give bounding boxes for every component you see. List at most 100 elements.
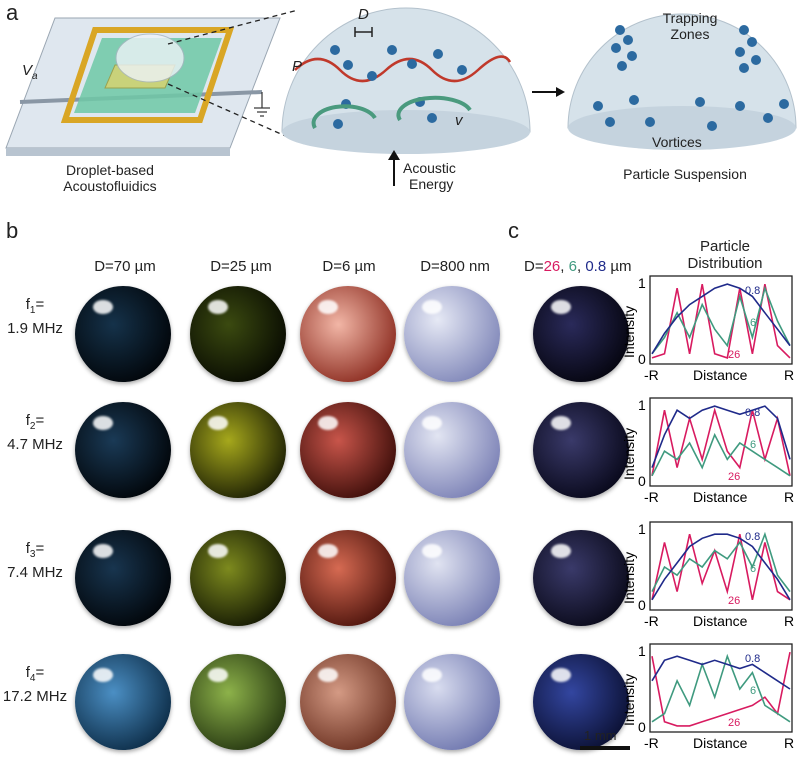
gold-frame xyxy=(60,27,235,123)
voltage-label: Va xyxy=(22,62,38,82)
plot-frame xyxy=(649,521,793,611)
droplet-6um-f1 xyxy=(300,286,396,382)
pressure-label: P xyxy=(292,58,303,75)
series-label-6: 6 xyxy=(750,439,756,451)
velocity-label: v xyxy=(455,112,463,129)
droplet xyxy=(115,33,185,83)
plot-frame xyxy=(649,643,793,733)
column-header-800nm: D=800 nm xyxy=(420,258,490,275)
x-axis-label: Distance xyxy=(693,367,748,383)
vortex-arrow-1 xyxy=(311,104,377,130)
zoom-dome-base xyxy=(282,110,530,154)
y-axis-label: Intensity xyxy=(621,674,637,726)
column-header-25um: D=25 µm xyxy=(210,258,272,275)
panel-c-letter: c xyxy=(508,218,519,243)
y-tick-top: 1 xyxy=(638,275,646,291)
droplet-70um-f1 xyxy=(75,286,171,382)
composite-header: D=26, 6, 0.8 µm xyxy=(524,258,632,275)
suspension-dome-base xyxy=(568,106,796,150)
x-tick-right: R xyxy=(784,735,794,751)
series-label-0_8: 0.8 xyxy=(745,653,760,665)
row-header-f4: f4=17.2 MHz xyxy=(2,664,68,705)
series-label-6: 6 xyxy=(750,317,756,329)
series-line-0_8 xyxy=(651,533,791,601)
y-axis-label: Intensity xyxy=(621,552,637,604)
series-line-0_8 xyxy=(651,655,791,690)
x-tick-left: -R xyxy=(644,367,659,383)
panel-b-letter: b xyxy=(6,218,19,243)
y-tick-top: 1 xyxy=(638,643,646,659)
droplet-25um-f2 xyxy=(190,402,286,498)
particles-dome2 xyxy=(593,25,789,131)
vortices-label: Vortices xyxy=(652,134,702,150)
series-label-26: 26 xyxy=(728,471,740,483)
droplet-70um-f2 xyxy=(75,402,171,498)
y-tick-bottom: 0 xyxy=(638,597,646,613)
glass-slide-edge xyxy=(6,148,230,156)
droplet-6um-f2 xyxy=(300,402,396,498)
series-label-26: 26 xyxy=(728,595,740,607)
pressure-wave xyxy=(294,55,512,83)
x-tick-left: -R xyxy=(644,613,659,629)
y-axis-label: Intensity xyxy=(621,306,637,358)
particles-dome1 xyxy=(330,45,467,129)
droplet-800nm-f4 xyxy=(404,654,500,750)
series-line-6 xyxy=(651,285,791,355)
series-label-0_8: 0.8 xyxy=(745,531,760,543)
y-tick-bottom: 0 xyxy=(638,351,646,367)
x-tick-right: R xyxy=(784,367,794,383)
x-tick-left: -R xyxy=(644,489,659,505)
droplet-800nm-f3 xyxy=(404,530,500,626)
series-label-6: 6 xyxy=(750,685,756,697)
x-axis-label: Distance xyxy=(693,489,748,505)
composite-droplet-f4 xyxy=(533,654,629,750)
column-header-6um: D=6 µm xyxy=(322,258,376,275)
droplet-6um-f3 xyxy=(300,530,396,626)
droplet-800nm-f2 xyxy=(404,402,500,498)
scale-bar-label: 1 mm xyxy=(584,728,617,743)
y-tick-top: 1 xyxy=(638,521,646,537)
column-header-70um: D=70 µm xyxy=(94,258,156,275)
y-tick-bottom: 0 xyxy=(638,473,646,489)
series-label-0_8: 0.8 xyxy=(745,407,760,419)
panel-a-illustration xyxy=(5,7,797,186)
series-line-26 xyxy=(651,534,791,601)
droplet-70um-f4 xyxy=(75,654,171,750)
row-header-f2: f2=4.7 MHz xyxy=(7,412,63,453)
plot-frame xyxy=(649,397,793,487)
series-label-6: 6 xyxy=(750,563,756,575)
series-line-0_8 xyxy=(651,405,791,468)
x-axis-label: Distance xyxy=(693,613,748,629)
y-tick-bottom: 0 xyxy=(638,719,646,735)
series-line-26 xyxy=(651,651,791,727)
droplet-800nm-f1 xyxy=(404,286,500,382)
panel-a-letter: a xyxy=(6,0,19,25)
diameter-label: D xyxy=(358,6,369,23)
composite-droplet-f2 xyxy=(533,402,629,498)
series-label-0_8: 0.8 xyxy=(745,285,760,297)
x-tick-right: R xyxy=(784,489,794,505)
droplet-25um-f3 xyxy=(190,530,286,626)
row-header-f3: f3=7.4 MHz xyxy=(7,540,63,581)
series-label-26: 26 xyxy=(728,349,740,361)
y-tick-top: 1 xyxy=(638,397,646,413)
vortex-arrow-2 xyxy=(396,95,472,122)
suspension-caption: Particle Suspension xyxy=(623,166,747,182)
composite-droplet-f1 xyxy=(533,286,629,382)
x-axis-label: Distance xyxy=(693,735,748,751)
series-label-26: 26 xyxy=(728,717,740,729)
series-line-6 xyxy=(651,432,791,477)
series-line-0_8 xyxy=(651,283,791,355)
y-axis-label: Intensity xyxy=(621,428,637,480)
droplet-25um-f1 xyxy=(190,286,286,382)
